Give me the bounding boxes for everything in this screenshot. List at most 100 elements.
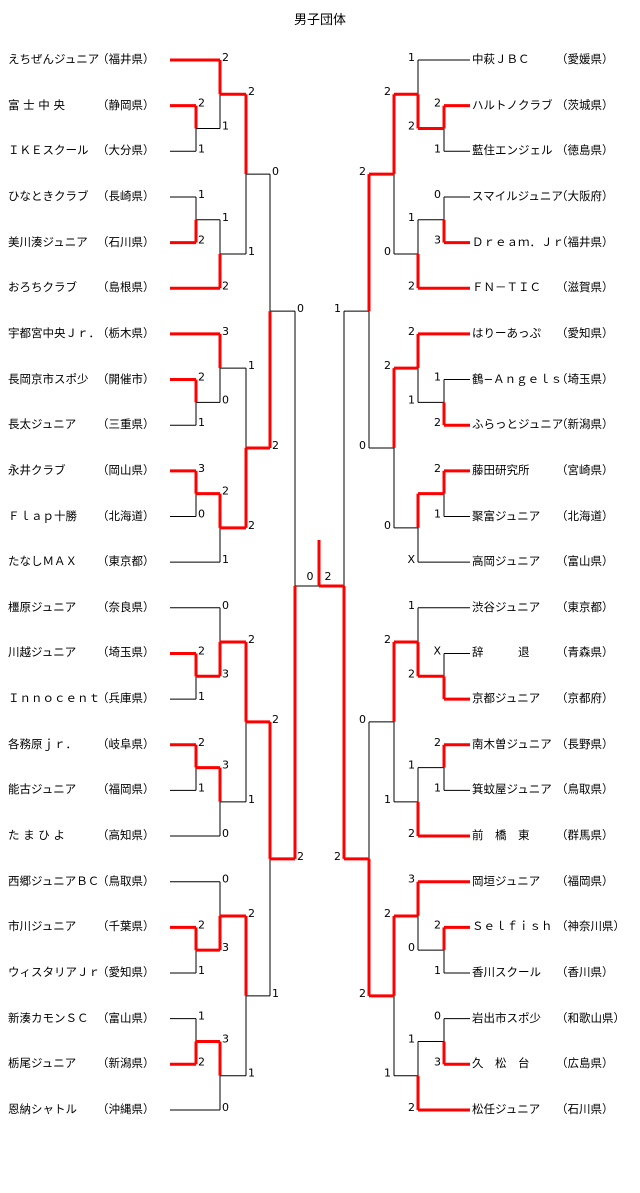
match-score: 2 <box>222 51 229 64</box>
match-score: 2 <box>359 165 366 178</box>
team-name: 永井クラブ <box>8 462 66 477</box>
team-prefecture: （東京都） <box>556 599 614 614</box>
team-entry: 南木曽ジュニア （長野県） <box>472 736 640 752</box>
match-score: 0 <box>222 1101 229 1114</box>
team-name: 南木曽ジュニア <box>472 736 552 751</box>
team-name: 松任ジュニア <box>472 1101 541 1116</box>
team-name: 恩納シャトル <box>8 1101 77 1116</box>
team-name: 前 橋 東 <box>472 828 530 843</box>
match-score: 0 <box>384 519 391 532</box>
team-entry: 各務原ｊｒ．（岐阜県） <box>8 736 173 752</box>
team-entry: 久 松 台 （広島県） <box>472 1055 640 1071</box>
team-entry: 永井クラブ（岡山県） <box>8 462 173 478</box>
match-score: 1 <box>222 119 229 132</box>
team-entry: 中萩ＪＢＣ（愛媛県） <box>472 51 640 67</box>
team-name: 中萩ＪＢＣ <box>472 52 530 66</box>
team-prefecture: （千葉県） <box>97 919 155 934</box>
match-score: 2 <box>222 485 229 498</box>
team-prefecture: （石川県） <box>97 234 155 249</box>
match-score: 1 <box>198 142 205 155</box>
team-name: 高岡ジュニア <box>472 554 541 569</box>
match-score: 1 <box>198 964 205 977</box>
match-score: 1 <box>198 690 205 703</box>
team-prefecture: （広島県） <box>556 1056 614 1071</box>
match-score: 2 <box>198 97 205 110</box>
team-name: えちぜんジュニア <box>8 52 100 66</box>
match-score: 0 <box>272 165 279 178</box>
match-score: 2 <box>248 85 255 98</box>
match-score: 1 <box>434 371 441 384</box>
match-score: 2 <box>198 371 205 384</box>
match-score: 0 <box>434 1010 441 1023</box>
match-score: 1 <box>248 359 255 372</box>
team-entry: 渋谷ジュニア（東京都） <box>472 599 640 615</box>
final-score: 2 <box>325 570 332 583</box>
team-prefecture: （大阪府） <box>556 188 614 203</box>
match-score: 3 <box>222 667 229 680</box>
team-prefecture: （福岡県） <box>97 782 155 797</box>
team-entry: 高岡ジュニア（富山県） <box>472 553 640 569</box>
team-name: 京都ジュニア <box>472 691 541 706</box>
match-score: 0 <box>222 393 229 406</box>
team-entry: 聚富ジュニア （北海道） <box>472 508 640 524</box>
team-prefecture: （青森県） <box>556 645 614 660</box>
team-name: 鶴−Ａｎｇｅｌｓ <box>472 371 563 386</box>
team-name: 新湊カモンＳＣ <box>8 1010 89 1025</box>
team-prefecture: （開催市） <box>97 371 155 386</box>
team-prefecture: （鳥取県） <box>556 782 614 797</box>
team-prefecture: （愛知県） <box>97 965 155 979</box>
team-prefecture: （岐阜県） <box>97 736 155 751</box>
team-prefecture: （奈良県） <box>97 599 155 614</box>
match-score: 0 <box>297 302 304 315</box>
team-name: たなしＭＡＸ <box>8 554 77 569</box>
match-score: 0 <box>359 713 366 726</box>
team-prefecture: （静岡県） <box>97 97 155 112</box>
team-prefecture: （埼玉県） <box>97 645 155 660</box>
team-prefecture: （沖縄県） <box>97 1101 155 1116</box>
team-name: おろちクラブ <box>8 280 77 295</box>
match-score: 2 <box>434 416 441 429</box>
team-prefecture: （長野県） <box>556 736 614 751</box>
team-entry: 橿原ジュニア（奈良県） <box>8 599 173 615</box>
team-entry: 前 橋 東 （群馬県） <box>472 827 640 843</box>
match-score: 2 <box>248 907 255 920</box>
match-score: 2 <box>248 633 255 646</box>
team-prefecture: （鳥取県） <box>97 873 155 888</box>
match-score: 2 <box>248 519 255 532</box>
match-score: 2 <box>198 918 205 931</box>
team-entry: 市川ジュニア（千葉県） <box>8 918 173 934</box>
match-score: X <box>433 644 441 657</box>
team-entry: Ｉｎｎｏｃｅｎｔ（兵庫県） <box>8 690 173 706</box>
match-score: 2 <box>384 633 391 646</box>
team-name: 長太ジュニア <box>8 417 77 432</box>
match-score: 3 <box>198 462 205 475</box>
team-entry: ＦＮ－ＴＩＣ（滋賀県） <box>472 279 640 295</box>
team-name: 聚富ジュニア <box>472 508 541 523</box>
match-score: 1 <box>198 1010 205 1023</box>
team-entry: 西郷ジュニアＢＣ（鳥取県） <box>8 873 173 889</box>
team-entry: 藤田研究所（宮崎県） <box>472 462 640 478</box>
team-entry: ふらっとジュニア（新潟県） <box>472 416 640 432</box>
team-name: 岡垣ジュニア <box>472 873 541 888</box>
match-score: 0 <box>359 439 366 452</box>
team-entry: 恩納シャトル （沖縄県） <box>8 1101 173 1117</box>
match-score: 1 <box>248 245 255 258</box>
team-prefecture: （群馬県） <box>556 828 614 843</box>
final-score: 0 <box>307 570 314 583</box>
team-prefecture: （北海道） <box>556 508 614 523</box>
team-prefecture: （京都府） <box>556 691 614 706</box>
team-name: ふらっとジュニア <box>472 417 564 432</box>
team-name: Ｄｒｅａｍ．Ｊｒ <box>472 234 564 249</box>
team-name: スマイルジュニア <box>472 188 563 203</box>
team-prefecture: （富山県） <box>97 1010 155 1025</box>
match-score: 1 <box>408 51 415 64</box>
match-score: 1 <box>408 759 415 772</box>
team-entry: たなしＭＡＸ（東京都） <box>8 553 173 569</box>
team-prefecture: （滋賀県） <box>556 280 614 295</box>
match-score: 1 <box>384 1067 391 1080</box>
match-score: 1 <box>248 793 255 806</box>
match-score: 2 <box>334 850 341 863</box>
match-score: 0 <box>384 245 391 258</box>
team-name: 久 松 台 <box>472 1056 530 1071</box>
